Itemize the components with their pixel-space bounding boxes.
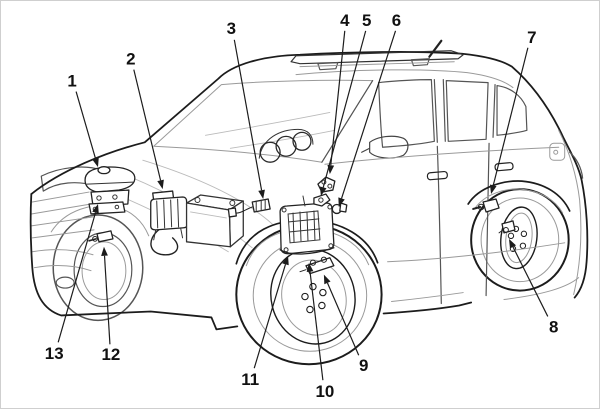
callout-number-1: 1 [67,72,76,91]
radio-antenna [428,39,443,58]
callout-leader-line-10 [309,271,324,381]
callout-number-5: 5 [362,11,371,30]
callout-number-6: 6 [392,11,401,30]
callout-leader-line-3 [233,39,263,191]
callout-arrowhead-8 [508,238,517,249]
callout-number-12: 12 [102,345,121,364]
callout-arrowhead-5 [319,186,327,197]
callout-number-8: 8 [549,317,558,336]
rear-door-window [445,80,489,142]
callout-number-13: 13 [45,344,64,363]
car-body-outline [29,39,589,331]
callout-number-10: 10 [315,382,334,401]
wheel-speed-sensors [88,198,516,275]
callout-leader-line-12 [103,255,111,345]
callout-leader-line-6 [340,30,397,199]
far-front-wheel [50,205,150,322]
callout-arrowhead-13 [92,204,99,214]
callout-leader-line-2 [133,69,162,181]
wheel-housing-component-cluster [227,176,348,255]
callout-arrowhead-3 [258,189,265,200]
callout-number-3: 3 [227,19,236,38]
side-mirror [361,135,409,159]
callout-number-7: 7 [527,28,536,47]
front-door-window [378,79,435,148]
door-handles [426,162,514,181]
callout-number-9: 9 [359,356,368,375]
callout-arrowhead-10 [306,262,314,273]
callout-number-2: 2 [126,50,135,69]
callout-leader-line-5 [322,30,367,188]
callout-arrowhead-9 [323,274,331,285]
callout-number-11: 11 [241,370,259,389]
callout-leader-line-7 [492,47,529,186]
abs-modulator-illustration [150,190,189,256]
callout-leader-line-9 [326,282,360,356]
callout-leader-line-8 [512,246,549,317]
roof-rail [290,50,464,71]
windshield [153,79,374,163]
callout-leader-line-11 [253,264,287,369]
fuel-door [549,142,566,161]
callout-leader-line-4 [330,30,346,166]
callout-arrowhead-12 [101,246,108,256]
callout-arrowhead-6 [338,197,345,207]
callout-leader-line-13 [57,212,97,343]
front-bumper-and-grille [30,166,102,289]
callout-leader-line-1 [75,91,97,159]
battery-illustration [185,194,244,248]
callout-arrowhead-7 [489,184,497,195]
callout-arrowhead-11 [282,255,289,266]
master-cylinder-illustration [84,166,136,215]
front-wheel [235,223,383,366]
callout-number-4: 4 [340,11,350,30]
callout-arrowhead-2 [157,179,164,190]
quarter-window [496,84,528,136]
dashboard-gauge-pods [258,128,314,163]
callout-arrowhead-1 [92,157,99,168]
